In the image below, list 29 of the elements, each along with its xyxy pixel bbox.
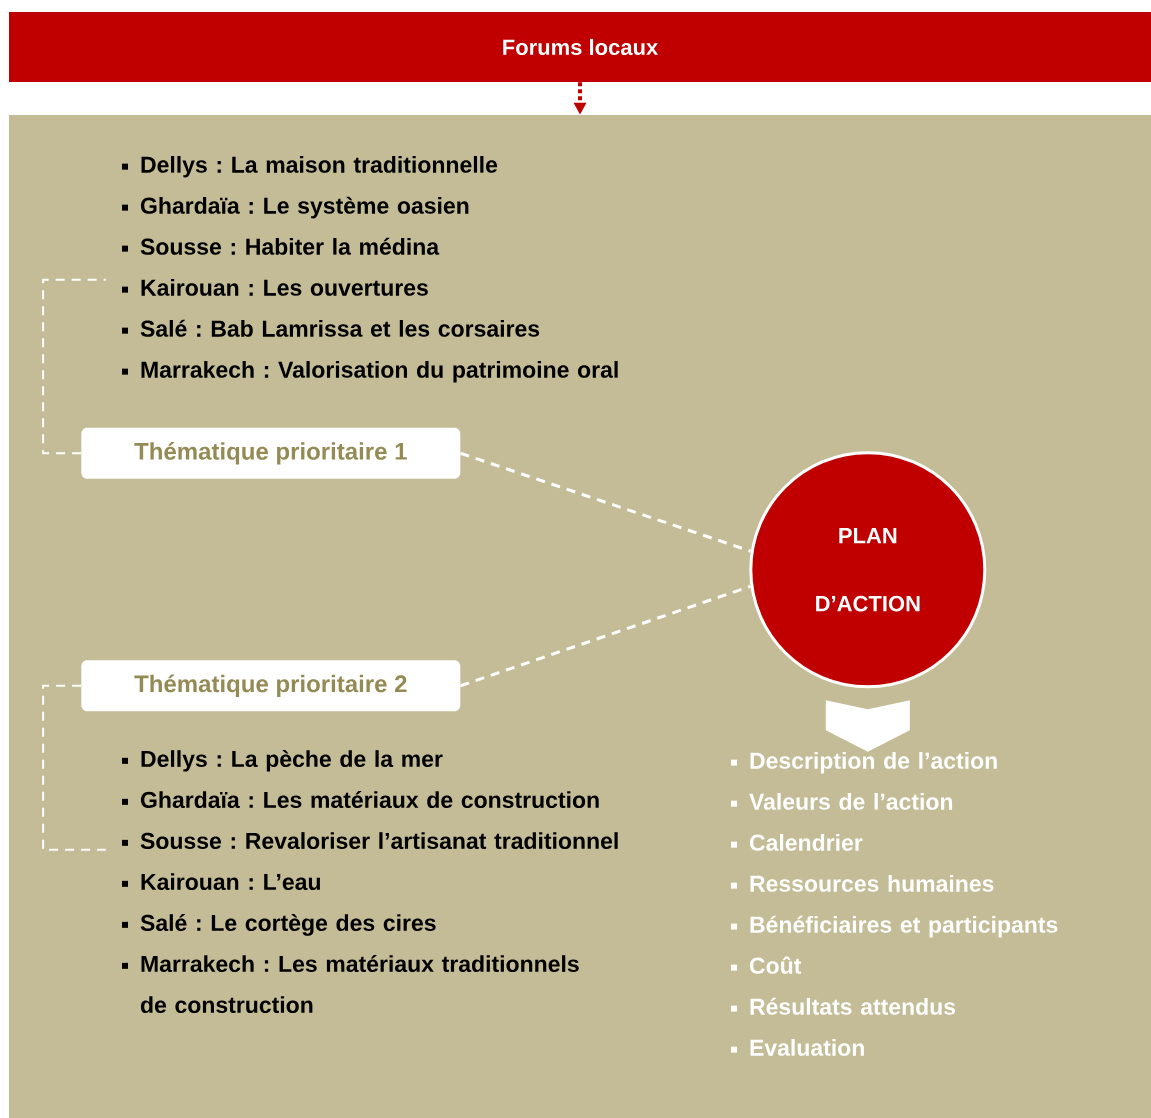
theme-box: Thématique prioritaire 1: [81, 427, 461, 479]
bullet-item: Valeurs de l’action: [731, 793, 953, 810]
bullet-item: Calendrier: [731, 834, 863, 851]
bullet-item: Salé : Le cortège des cires: [122, 913, 436, 936]
bullet-item: Kairouan : Les ouvertures: [122, 279, 428, 296]
bullet-item: Evaluation: [731, 1039, 864, 1056]
bullet-item: Sousse : Revaloriser l’artisanat traditionnel: [122, 832, 618, 850]
dashed-bracket: [42, 684, 107, 851]
bullet-item: Ghardaïa : Les matériaux de construction: [122, 791, 599, 809]
dashed-bracket: [42, 278, 107, 455]
dashed-connector: [460, 584, 751, 688]
panel-background: [9, 115, 1151, 1118]
bullet-item: Bénéficiaires et participants: [731, 915, 1058, 938]
bullet-item: Ressources humaines: [731, 875, 994, 892]
bullet-item: Marrakech : Valorisation du patrimoine oral: [122, 361, 618, 383]
bullet-item: Ghardaïa : Le système oasien: [122, 196, 469, 219]
bullet-item: Coût: [731, 956, 802, 974]
bullet-item: Salé : Bab Lamrissa et les corsaires: [122, 319, 540, 337]
bullet-item: Dellys : La maison traditionnelle: [122, 156, 498, 178]
theme-box: Thématique prioritaire 2: [81, 660, 461, 712]
bullet-item: Marrakech : Les matériaux traditionnels de construction: [122, 954, 579, 1014]
bullet-item: Sousse : Habiter la médina: [122, 237, 440, 255]
bullet-item: Dellys : La pèche de la mer: [122, 750, 443, 772]
dashed-connector: [460, 451, 752, 553]
bullet-item: Résultats attendus: [731, 997, 956, 1015]
chevron-arrow: [825, 700, 910, 752]
title-banner: Forums locaux: [9, 12, 1151, 82]
bullet-item: Description de l’action: [731, 752, 997, 774]
bullet-item: Kairouan : L’eau: [122, 873, 320, 891]
